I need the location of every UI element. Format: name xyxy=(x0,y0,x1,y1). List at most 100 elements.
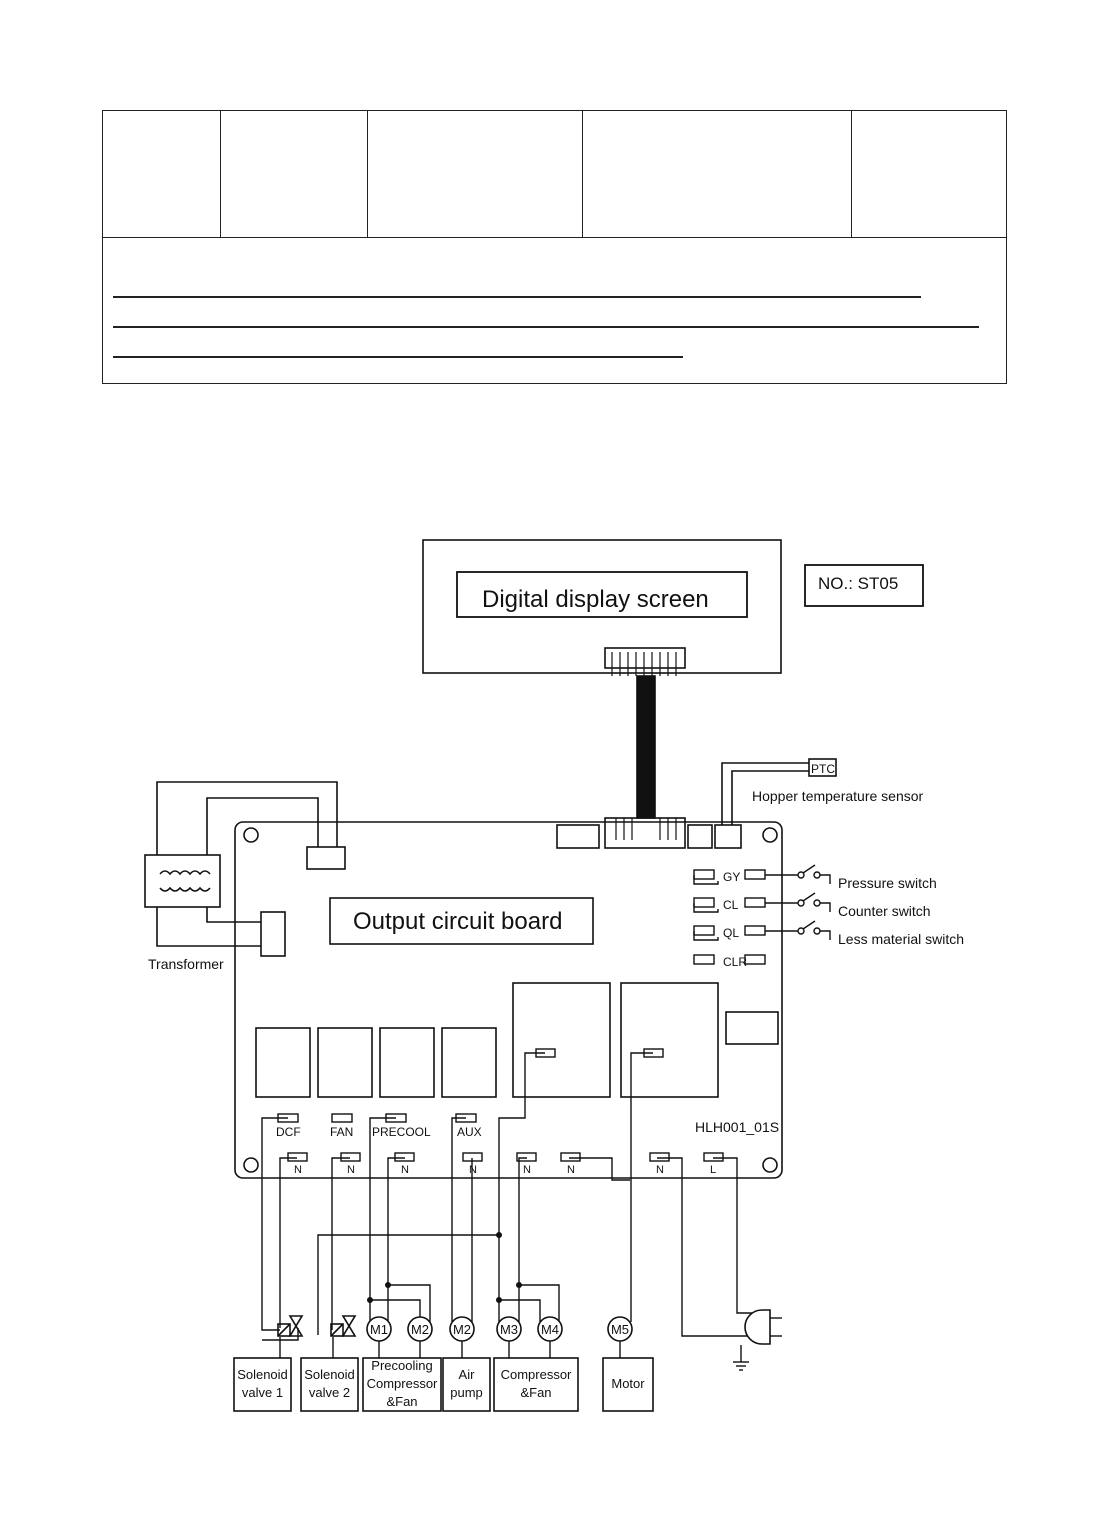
switch-contact xyxy=(813,927,821,935)
input-code: QL xyxy=(723,926,739,940)
switch-label: Less material switch xyxy=(838,931,964,947)
motor-label: M2 xyxy=(411,1322,429,1337)
neutral-pad xyxy=(394,1152,415,1162)
load-box-motor xyxy=(602,1357,654,1412)
model-number-box xyxy=(804,564,924,607)
contactor-pad xyxy=(643,1048,664,1058)
transformer-connector-side xyxy=(260,911,286,957)
neutral-label: N xyxy=(469,1164,477,1176)
motor-label: M2 xyxy=(453,1322,471,1337)
connector-pads xyxy=(277,864,831,1162)
display-connector-pins xyxy=(611,652,677,676)
neutral-label: N xyxy=(656,1164,664,1176)
input-pad xyxy=(744,869,766,880)
transformer xyxy=(144,854,221,908)
neutral-label: N xyxy=(567,1164,575,1176)
board-title-box xyxy=(329,897,594,945)
switch-label: Counter switch xyxy=(838,903,931,919)
switch-wire xyxy=(820,874,831,884)
transformer-wire xyxy=(206,907,261,923)
neutral-pad xyxy=(287,1152,308,1162)
motor-layer xyxy=(366,1316,633,1358)
neutral-pad xyxy=(462,1152,483,1162)
ptc-code: PTC xyxy=(811,762,835,776)
load-box-solenoid-1 xyxy=(233,1357,292,1412)
contactor-compressor xyxy=(512,982,611,1098)
display-title: Digital display screen xyxy=(482,586,709,613)
power-plug-icon xyxy=(744,1309,771,1345)
output-label: AUX xyxy=(457,1125,482,1139)
load-label: Solenoid xyxy=(237,1367,288,1382)
solenoid-valve-2-icon xyxy=(330,1315,357,1337)
display-unit xyxy=(422,539,782,674)
load-label: Compressor xyxy=(367,1376,438,1391)
output-label: PRECOOL xyxy=(372,1125,431,1139)
input-pad xyxy=(744,897,766,908)
sensor-wire xyxy=(731,770,809,825)
contactor-pad xyxy=(535,1048,556,1058)
circuit-board xyxy=(234,821,783,1179)
neutral-pad xyxy=(516,1152,537,1162)
neutral-label: N xyxy=(401,1164,409,1176)
display-screen-box xyxy=(456,571,748,618)
junction-dots xyxy=(367,1232,522,1303)
input-wire xyxy=(693,875,719,885)
sensor-label: Hopper temperature sensor xyxy=(752,788,924,804)
note-line xyxy=(113,356,683,358)
motor-label: M5 xyxy=(611,1322,629,1337)
relay-fan xyxy=(317,1027,373,1098)
contactor-motor xyxy=(620,982,719,1098)
input-code: CLR xyxy=(723,955,747,969)
connector-display-pins xyxy=(615,818,677,840)
connector-sensor xyxy=(714,824,742,849)
input-code: GY xyxy=(723,870,740,884)
load-label: Air xyxy=(459,1367,476,1382)
switch-contact xyxy=(797,899,805,907)
transformer-label: Transformer xyxy=(148,956,224,972)
transformer-connector-top xyxy=(306,846,346,870)
load-label: Solenoid xyxy=(304,1367,355,1382)
output-label: FAN xyxy=(330,1125,353,1139)
neutral-label: N xyxy=(294,1164,302,1176)
transformer-wire xyxy=(156,781,338,855)
load-label: &Fan xyxy=(520,1385,551,1400)
relay-precool xyxy=(379,1027,435,1098)
motor-label: M4 xyxy=(541,1322,559,1337)
transformer-coil-secondary xyxy=(159,886,211,892)
display-connector xyxy=(604,647,686,669)
load-label: &Fan xyxy=(386,1394,417,1409)
input-pad xyxy=(693,897,715,908)
switch-contact xyxy=(797,927,805,935)
switch-contact xyxy=(813,871,821,879)
load-box-compressor xyxy=(493,1357,579,1412)
switch-contact xyxy=(813,899,821,907)
load-box-precooling xyxy=(362,1357,442,1412)
load-label: Motor xyxy=(611,1376,645,1391)
output-label: DCF xyxy=(276,1125,301,1139)
board-title: Output circuit board xyxy=(353,908,562,935)
switch-label: Pressure switch xyxy=(838,875,937,891)
transformer-wire xyxy=(206,797,319,855)
ptc-sensor-box xyxy=(808,758,837,777)
connector-2pin xyxy=(687,824,713,849)
mount-hole xyxy=(243,1157,259,1173)
input-pad xyxy=(693,869,715,880)
neutral-pad xyxy=(649,1152,670,1162)
load-label: pump xyxy=(450,1385,483,1400)
mount-hole xyxy=(762,827,778,843)
load-label: Compressor xyxy=(501,1367,572,1382)
note-line xyxy=(113,326,979,328)
wiring xyxy=(261,1052,782,1371)
load-label: Precooling xyxy=(371,1358,432,1373)
switch-wire xyxy=(820,930,831,940)
connector-display xyxy=(604,817,686,849)
input-pad xyxy=(693,954,715,965)
connector-4pin xyxy=(556,824,600,849)
motor-label: M3 xyxy=(500,1322,518,1337)
output-pad xyxy=(331,1113,353,1123)
mount-hole xyxy=(762,1157,778,1173)
relay-aux xyxy=(441,1027,497,1098)
ribbon-cable xyxy=(636,675,656,819)
transformer-wire xyxy=(156,907,261,947)
